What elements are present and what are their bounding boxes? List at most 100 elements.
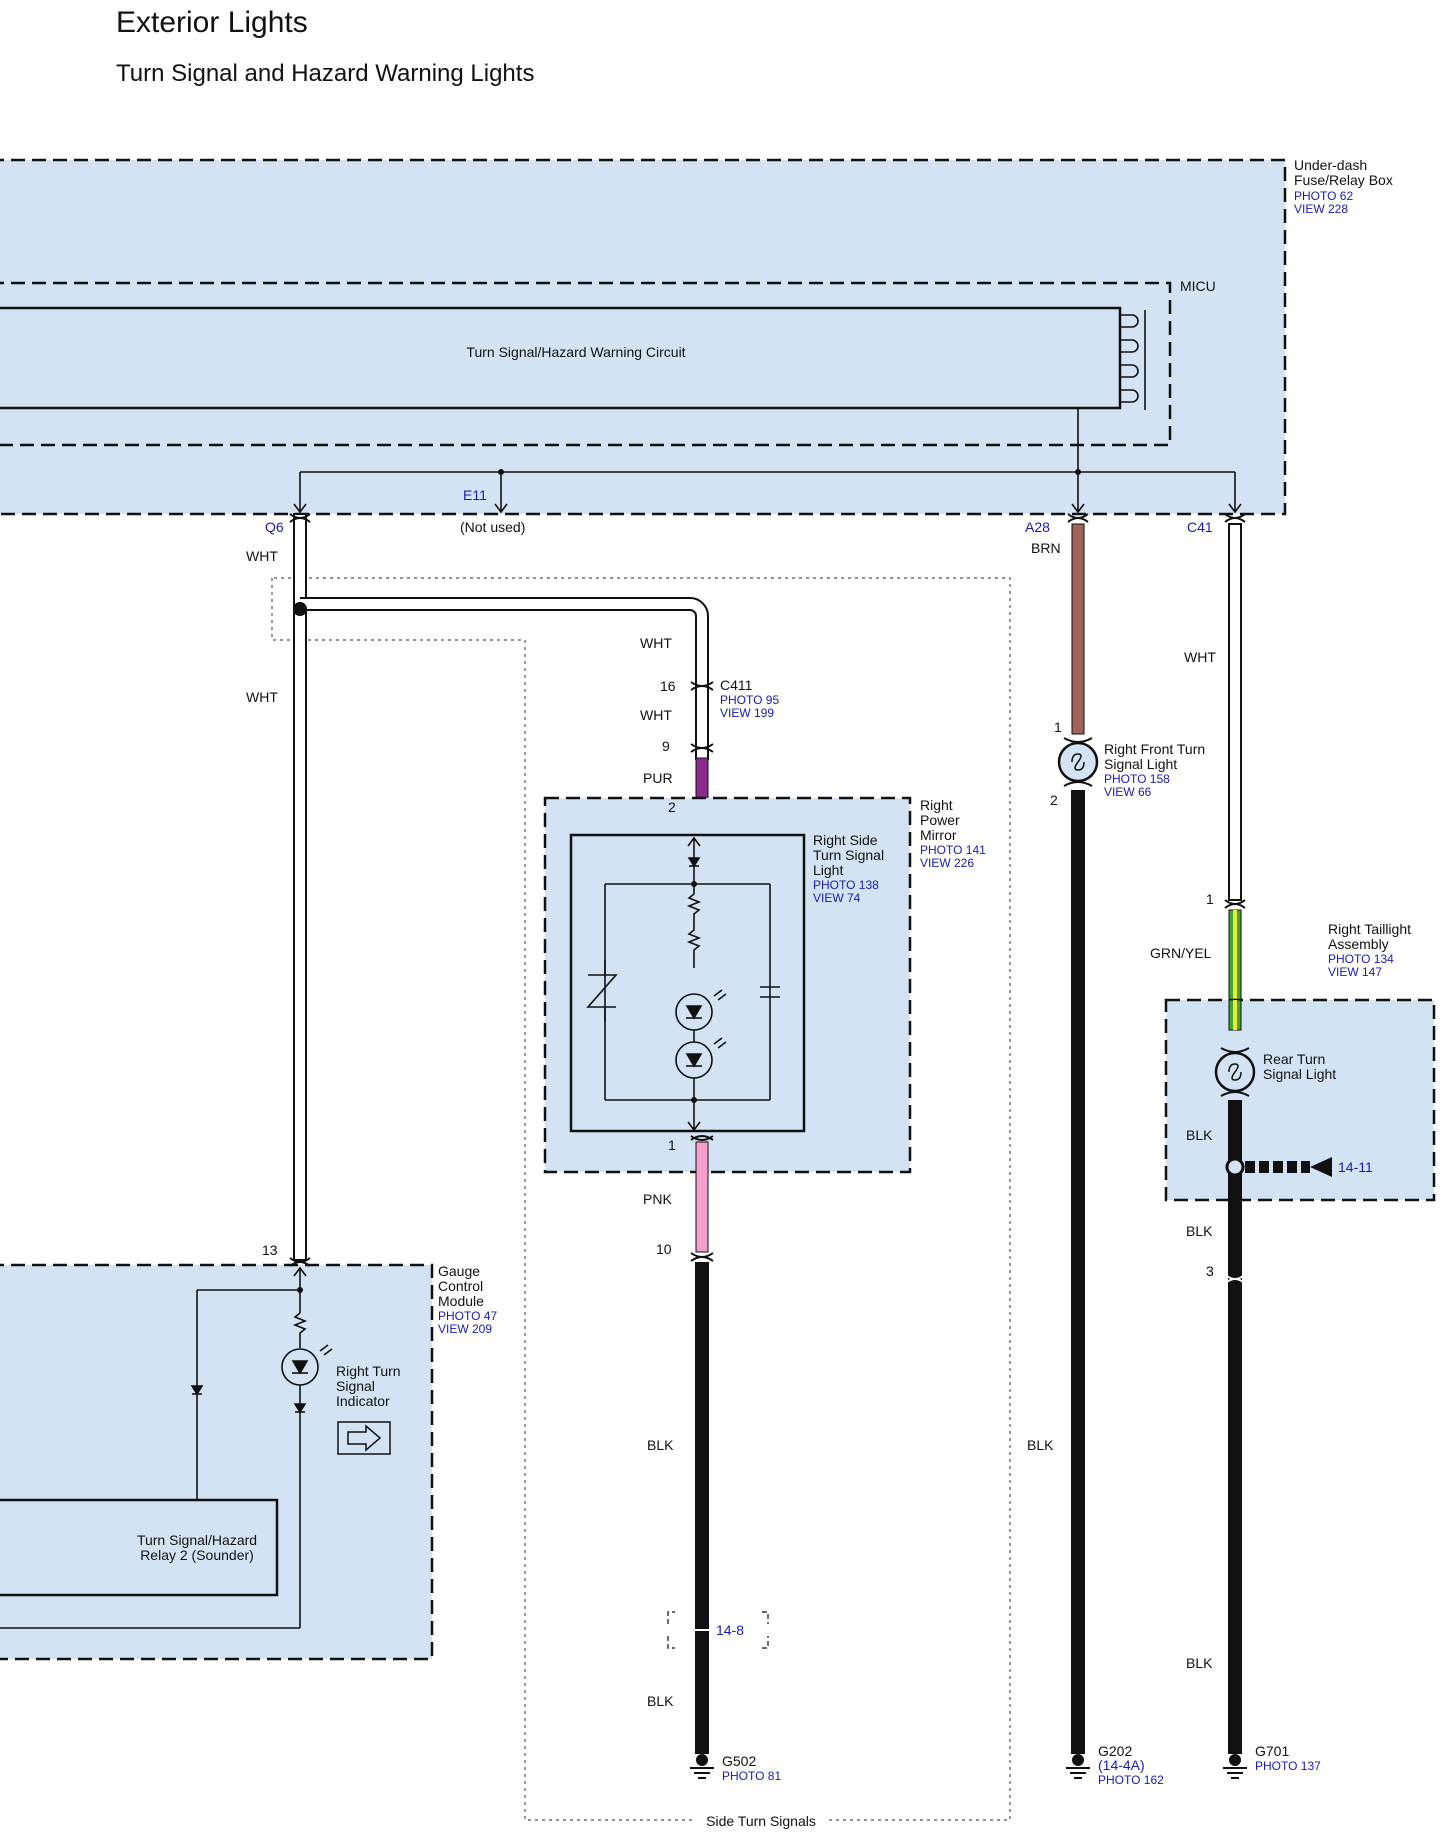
- wire-blk-rear: [1228, 1100, 1242, 1754]
- fuse-box-view: VIEW 228: [1294, 202, 1348, 216]
- c411-view: VIEW 199: [720, 706, 774, 720]
- side-light-junction-bottom: [691, 1097, 697, 1103]
- wire-label-pnk: PNK: [643, 1191, 672, 1207]
- taillight-ground-splice: [1225, 1157, 1245, 1177]
- gauge-photo: PHOTO 47: [438, 1309, 497, 1323]
- ground-g701-symbol: [1223, 1754, 1247, 1779]
- rear-light-name-2: Signal Light: [1263, 1066, 1336, 1082]
- wire-label-wht-c41: WHT: [1184, 649, 1216, 665]
- wire-blk-front: [1071, 790, 1085, 1754]
- mirror-name-1: Right: [920, 797, 953, 813]
- gauge-pin-13: 13: [262, 1242, 278, 1258]
- gauge-name-2: Control: [438, 1278, 483, 1294]
- wire-grn-yel-stripe: [1233, 910, 1237, 1012]
- front-pin-1: 1: [1054, 719, 1062, 735]
- indicator-name-1: Right Turn: [336, 1363, 401, 1379]
- gauge-control-module-box: [0, 1263, 434, 1661]
- right-arrow-icon: [337, 1421, 391, 1455]
- wire-label-blk-side-1: BLK: [647, 1437, 674, 1453]
- terminal-e11: E11: [463, 487, 487, 503]
- taillight-assembly-2: Assembly: [1328, 936, 1389, 952]
- wire-label-wht-branch: WHT: [640, 635, 672, 651]
- indicator-name-2: Signal: [336, 1378, 375, 1394]
- terminal-c41: C41: [1187, 519, 1213, 535]
- gauge-junction: [297, 1287, 303, 1293]
- wire-label-blk-front: BLK: [1027, 1437, 1054, 1453]
- side-light-junction-top: [691, 881, 697, 887]
- wire-branch-outline: [300, 597, 709, 760]
- wire-label-wht-q6-top: WHT: [246, 548, 278, 564]
- side-light-name-3: Light: [813, 862, 843, 878]
- taillight-pin-1: 1: [1206, 891, 1214, 907]
- front-pin-2: 2: [1050, 792, 1058, 808]
- c411-pin-9: 9: [662, 738, 670, 754]
- q6-connector: [289, 513, 311, 523]
- mirror-photo: PHOTO 141: [920, 843, 986, 857]
- wire-label-blk-rear-3: BLK: [1186, 1655, 1213, 1671]
- mirror-connector-marks: [690, 1135, 714, 1141]
- ground-g701: G701: [1255, 1743, 1289, 1759]
- a28-connector: [1067, 513, 1089, 523]
- pin-3-connector: [1226, 1275, 1244, 1283]
- c41-connector: [1224, 513, 1246, 523]
- rear-turn-signal-bulb: [1214, 1047, 1256, 1097]
- indicator-name-3: Indicator: [336, 1393, 390, 1409]
- front-light-name-1: Right Front Turn: [1104, 741, 1205, 757]
- right-taillight-box: [1164, 998, 1436, 1202]
- gauge-name-3: Module: [438, 1293, 484, 1309]
- turn-signal-circuit-box: [0, 306, 1122, 410]
- ground-g502-symbol: [690, 1754, 714, 1779]
- wire-branch-wht: [300, 599, 707, 760]
- front-light-photo: PHOTO 158: [1104, 772, 1170, 786]
- front-light-name-2: Signal Light: [1104, 756, 1177, 772]
- rear-light-name-1: Rear Turn: [1263, 1051, 1325, 1067]
- page-subtitle: Turn Signal and Hazard Warning Lights: [116, 60, 535, 87]
- mirror-pin-2: 2: [668, 799, 676, 815]
- wire-blk-side: [695, 1262, 709, 1754]
- ref-14-8: 14-8: [716, 1622, 744, 1638]
- wire-grn-yel-stripe-in-box: [1233, 1000, 1237, 1030]
- mirror-pin-1: 1: [668, 1137, 676, 1153]
- ref-14-8-frame: [667, 1611, 769, 1649]
- wire-label-blk-rear-2: BLK: [1186, 1223, 1213, 1239]
- circuit-label: Turn Signal/Hazard Warning Circuit: [466, 344, 685, 360]
- wire-label-wht-c411: WHT: [640, 707, 672, 723]
- taillight-ground-arrow: [1310, 1157, 1332, 1177]
- c411-photo: PHOTO 95: [720, 693, 779, 707]
- gauge-name-1: Gauge: [438, 1263, 480, 1279]
- fuse-box-name-1: Under-dash: [1294, 157, 1367, 173]
- taillight-assembly-1: Right Taillight: [1328, 921, 1411, 937]
- relay-name-2: Relay 2 (Sounder): [140, 1547, 254, 1563]
- fuse-box-photo: PHOTO 62: [1294, 189, 1353, 203]
- side-light-circuit: [586, 836, 780, 1132]
- taillight-view: VIEW 147: [1328, 965, 1382, 979]
- taillight-ground-ref: 14-11: [1338, 1159, 1373, 1175]
- wire-label-blk-rear-1: BLK: [1186, 1127, 1213, 1143]
- taillight-pin-3: 3: [1206, 1263, 1214, 1279]
- c411-name: C411: [720, 677, 753, 693]
- wire-label-brn: BRN: [1031, 540, 1061, 556]
- gauge-pin13-connector: [289, 1257, 311, 1267]
- pin-10-connector: [690, 1252, 714, 1262]
- wire-brn: [1071, 523, 1085, 735]
- bus-junction-a28: [1075, 469, 1081, 475]
- terminal-a28: A28: [1025, 519, 1050, 535]
- taillight-pin1-connector: [1224, 899, 1246, 909]
- mirror-view: VIEW 226: [920, 856, 974, 870]
- c411-pin-16: 16: [660, 678, 676, 694]
- sounder-relay-box: [0, 1498, 279, 1597]
- wire-q6-wht: [293, 513, 307, 1261]
- gauge-circuit: [0, 1266, 333, 1629]
- side-turn-signals-group: [271, 577, 1011, 1821]
- ground-g502: G502: [722, 1753, 756, 1769]
- relay-name-1: Turn Signal/Hazard: [137, 1532, 257, 1548]
- bus-junction-e11: [498, 469, 504, 475]
- mirror-name-3: Mirror: [920, 827, 957, 843]
- wire-pnk: [695, 1141, 709, 1253]
- side-light-name-1: Right Side: [813, 832, 878, 848]
- side-group-label: Side Turn Signals: [706, 1813, 816, 1829]
- ground-g202-photo: PHOTO 162: [1098, 1773, 1164, 1787]
- gauge-view: VIEW 209: [438, 1322, 492, 1336]
- wire-wht-c41: [1228, 523, 1242, 901]
